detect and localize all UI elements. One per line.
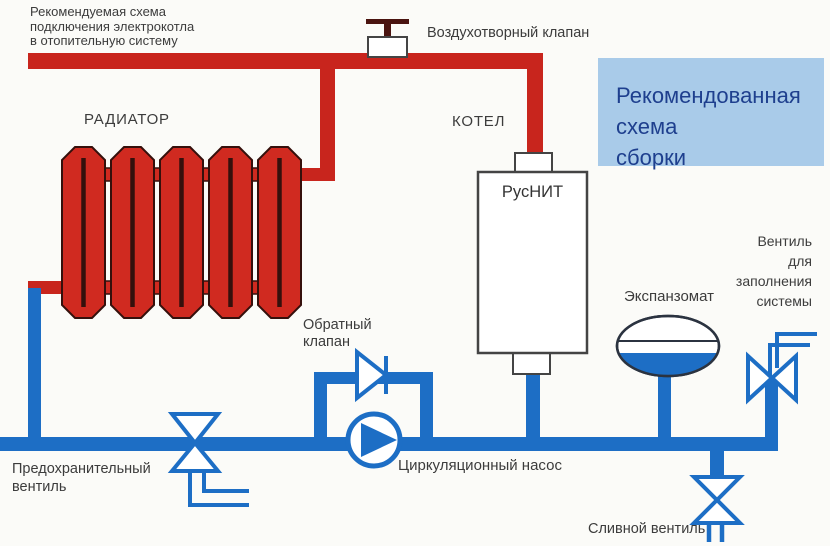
radiator-label: РАДИАТОР xyxy=(84,111,170,128)
safety-valve-bottom-triangle xyxy=(167,439,223,473)
boiler-outlet-pipe xyxy=(526,374,540,439)
air-valve-body xyxy=(367,36,408,58)
boiler-top-connector xyxy=(514,152,553,173)
drain-valve-label: Сливной вентиль xyxy=(588,521,706,537)
air-valve-handle xyxy=(366,19,409,24)
tank-shell-outline xyxy=(615,314,721,378)
pump-flow-triangle xyxy=(361,423,397,457)
fill-valve-right-triangle xyxy=(769,351,798,405)
boiler-label: КОТЕЛ xyxy=(452,113,506,130)
boiler-body xyxy=(476,170,589,355)
fill-valve-handle-outer xyxy=(775,332,817,368)
safety-valve-label: Предохранительный вентиль xyxy=(12,461,151,495)
recommended-assembly-text: Рекомендованная схема сборки xyxy=(616,83,801,170)
bypass-left-riser xyxy=(314,372,327,439)
safety-valve-drain-outer xyxy=(188,471,249,507)
bypass-right-riser xyxy=(420,372,433,439)
safety-valve-drain-inner xyxy=(202,471,249,493)
tank-water-level xyxy=(618,353,718,376)
recommended-assembly-box: Рекомендованная схема сборки xyxy=(598,58,824,170)
expansion-tank-symbol xyxy=(615,314,721,378)
check-valve-triangle xyxy=(355,347,390,403)
air-valve-stem xyxy=(384,24,391,39)
air-valve-label: Воздухотворный клапан xyxy=(427,25,590,41)
fill-valve-label: Вентиль для заполнения системы xyxy=(735,233,812,309)
boiler-inlet-pipe xyxy=(527,69,543,155)
fill-valve-left-triangle xyxy=(746,351,775,405)
diagram-title: Рекомендуемая схема подключения электрок… xyxy=(30,4,195,48)
fill-valve-symbol xyxy=(746,332,817,405)
pump-symbol xyxy=(345,411,403,469)
expansion-tank-label: Экспанзомат xyxy=(623,288,714,305)
radiator-riser-pipe xyxy=(320,67,335,181)
drain-valve-top-triangle xyxy=(689,475,745,503)
drain-valve-symbol xyxy=(689,475,745,542)
drain-valve-bottom-triangle xyxy=(689,497,745,525)
boiler-symbol xyxy=(476,152,589,375)
fill-valve-riser xyxy=(765,380,778,450)
hot-supply-pipe xyxy=(28,53,543,294)
safety-valve-top-triangle xyxy=(167,412,223,447)
tank-downpipe xyxy=(658,374,671,439)
check-valve-label: Обратный клапан xyxy=(303,317,372,350)
drain-stub-pipe xyxy=(710,451,724,477)
pump-label: Циркуляционный насос xyxy=(398,457,562,474)
safety-valve-symbol xyxy=(167,412,249,507)
fill-valve-handle-inner xyxy=(768,343,810,376)
check-valve-symbol xyxy=(355,347,390,403)
radiator-top-connector-pipe xyxy=(299,168,335,181)
boiler-bottom-connector xyxy=(512,352,551,375)
air-valve-symbol xyxy=(366,19,409,58)
radiator-symbol xyxy=(61,146,302,319)
boiler-brand-label: РусНИТ xyxy=(501,183,564,201)
radiator-grooves xyxy=(81,158,282,307)
top-supply-pipe xyxy=(28,53,543,69)
radiator-return-downpipe xyxy=(28,288,41,450)
